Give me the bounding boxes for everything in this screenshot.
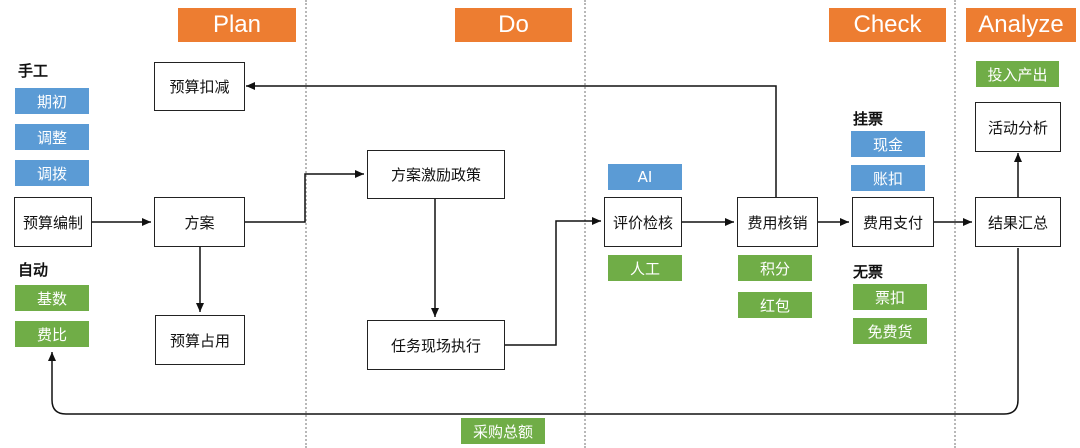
tag-base: 基数 (15, 285, 89, 311)
manual-heading: 手工 (18, 62, 49, 80)
box-task-execution: 任务现场执行 (367, 320, 505, 370)
box-budget-occupy: 预算占用 (155, 315, 245, 365)
auto-heading: 自动 (18, 261, 49, 279)
tag-expense-ratio: 费比 (15, 321, 89, 347)
box-budget-prep: 预算编制 (14, 197, 92, 247)
tag-free-goods: 免费货 (853, 318, 927, 344)
box-payment: 费用支付 (852, 197, 934, 247)
box-result-summary: 结果汇总 (975, 197, 1061, 247)
box-incentive-policy: 方案激励政策 (367, 150, 505, 199)
invoice-heading: 挂票 (853, 110, 884, 128)
arrow-verify-to-deduct (246, 82, 777, 197)
tag-points: 积分 (738, 255, 812, 281)
phase-divider (584, 0, 586, 448)
phase-divider (305, 0, 307, 448)
box-budget-deduct: 预算扣减 (154, 62, 245, 111)
tag-transfer: 调拨 (15, 160, 89, 186)
box-evaluate: 评价检核 (604, 197, 682, 247)
tag-account-deduct: 账扣 (851, 165, 925, 191)
tag-purchase-total: 采购总额 (461, 418, 545, 444)
tag-cash: 现金 (851, 131, 925, 157)
tag-adjust: 调整 (15, 124, 89, 150)
tag-input-output: 投入产出 (976, 61, 1059, 87)
box-activity-analysis: 活动分析 (975, 102, 1061, 152)
phase-divider (954, 0, 956, 448)
tag-invoice-deduct: 票扣 (853, 284, 927, 310)
arrow-summary-to-ratio (48, 248, 1019, 415)
phase-check-header: Check (829, 8, 946, 42)
phase-do-header: Do (455, 8, 572, 42)
tag-manual-review: 人工 (608, 255, 682, 281)
phase-plan-header: Plan (178, 8, 296, 42)
no-invoice-heading: 无票 (853, 263, 884, 281)
phase-analyze-header: Analyze (966, 8, 1076, 42)
tag-ai: AI (608, 164, 682, 190)
box-expense-verify: 费用核销 (737, 197, 818, 247)
tag-opening: 期初 (15, 88, 89, 114)
box-scheme: 方案 (154, 197, 245, 247)
arrow-scheme-to-policy (245, 170, 364, 223)
arrow-task-to-evaluate (505, 217, 601, 346)
tag-red-packet: 红包 (738, 292, 812, 318)
